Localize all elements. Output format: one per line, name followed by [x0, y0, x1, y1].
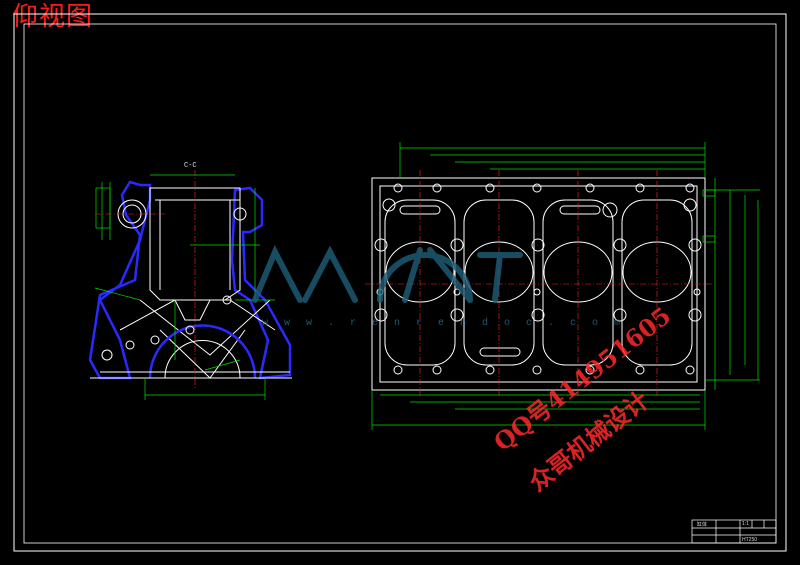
inner-frame: [23, 23, 777, 544]
title-block-scale: 1:1: [742, 521, 749, 527]
watermark-url: w w w . r e n r e n d o c . c o m: [262, 318, 626, 329]
section-label: C-C: [184, 162, 197, 170]
title-block-name: 缸体: [697, 522, 708, 528]
block-outline: [371, 177, 706, 391]
watermark-logo: [252, 244, 523, 303]
outer-frame: [13, 13, 787, 552]
crank-arch: [148, 324, 257, 379]
section-hatch-right: [230, 186, 292, 380]
title-block: [691, 519, 777, 544]
section-center-lines: [95, 170, 196, 390]
bottom-dimensions: [371, 142, 760, 430]
bolt-holes-top: [393, 183, 695, 193]
title-block-material: HT250: [742, 537, 758, 543]
bottom-center-lines: [365, 170, 712, 398]
section-dimensions: [94, 174, 275, 400]
page-title: 仰视图: [12, 2, 94, 32]
section-view: [88, 180, 292, 380]
bolt-holes-bottom: [393, 365, 695, 375]
